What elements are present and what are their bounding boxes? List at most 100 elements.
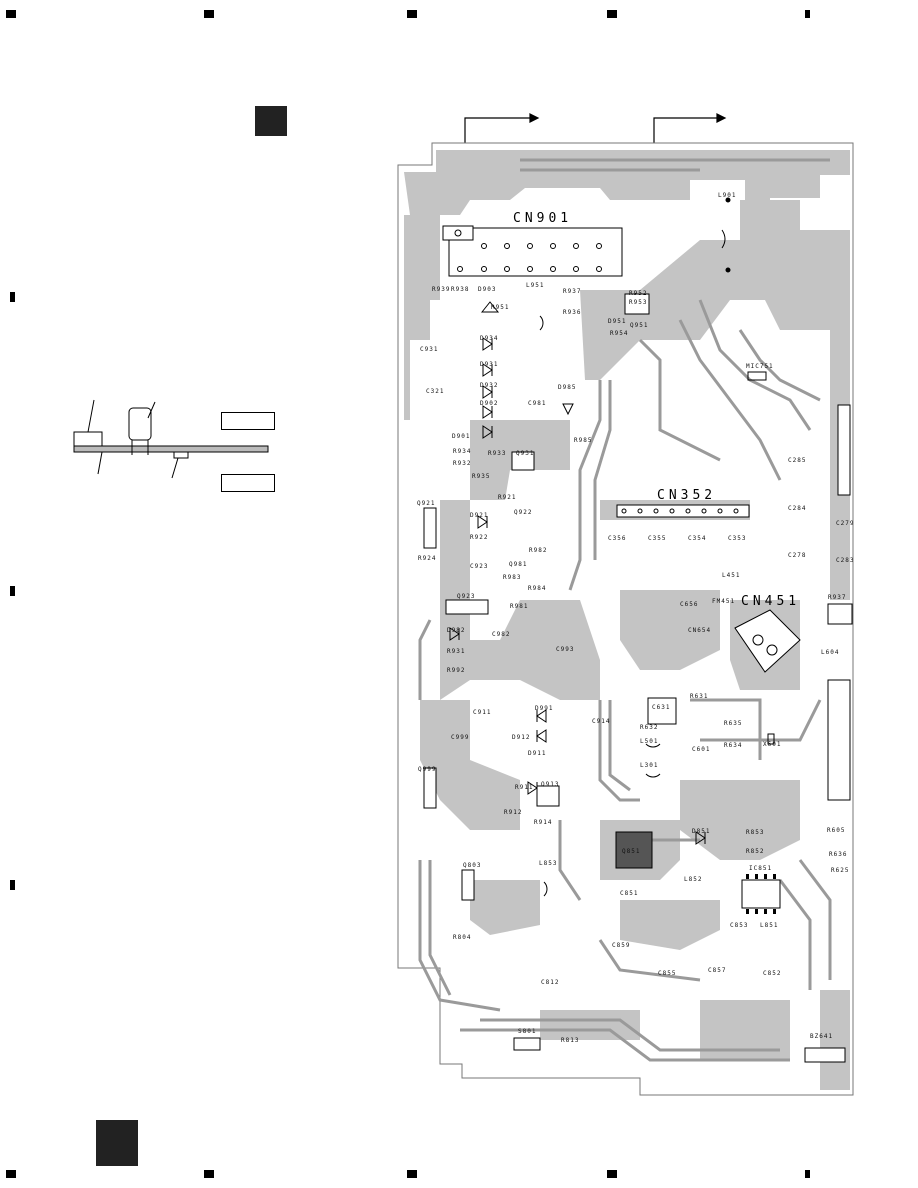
registration-mark-top-1 xyxy=(6,10,16,18)
label-r636: R636 xyxy=(829,851,848,858)
cn352-connector xyxy=(616,504,750,518)
label-r625: R625 xyxy=(831,867,850,874)
label-d934: D934 xyxy=(480,335,499,342)
label-r936: R936 xyxy=(563,309,582,316)
cn451-label: CN451 xyxy=(741,594,801,609)
label-l604: L604 xyxy=(821,649,840,656)
label-c851: C851 xyxy=(620,890,639,897)
registration-mark-top-3 xyxy=(407,10,417,18)
ic-edge-pins xyxy=(827,404,851,801)
cn901-connector xyxy=(442,225,623,277)
label-r935: R935 xyxy=(472,473,491,480)
label-c278: C278 xyxy=(788,552,807,559)
label-c355: C355 xyxy=(648,535,667,542)
label-r984: R984 xyxy=(528,585,547,592)
label-c853: C853 xyxy=(730,922,749,929)
section-marker-square xyxy=(255,106,287,136)
registration-mark-bottom-5 xyxy=(805,1170,810,1178)
label-r939: R939 xyxy=(432,286,451,293)
label-fm451: FM451 xyxy=(712,598,736,605)
c631-package xyxy=(647,697,677,725)
label-r937b: R937 xyxy=(828,594,847,601)
label-q923: Q923 xyxy=(457,593,476,600)
label-c914: C914 xyxy=(592,718,611,725)
registration-mark-bottom-3 xyxy=(407,1170,417,1178)
label-ic851: IC851 xyxy=(749,865,773,872)
label-c923: C923 xyxy=(470,563,489,570)
cn901-label: CN901 xyxy=(513,211,573,226)
label-r981: R981 xyxy=(510,603,529,610)
label-c284: C284 xyxy=(788,505,807,512)
label-r938: R938 xyxy=(451,286,470,293)
label-c353: C353 xyxy=(728,535,747,542)
label-r952: R952 xyxy=(629,290,648,297)
label-l901: L901 xyxy=(718,192,737,199)
label-r813: R813 xyxy=(561,1037,580,1044)
label-r852: R852 xyxy=(746,848,765,855)
label-c279: C279 xyxy=(836,520,855,527)
registration-mark-bottom-1 xyxy=(6,1170,16,1178)
label-c855: C855 xyxy=(658,970,677,977)
registration-mark-left-b xyxy=(10,292,15,302)
cn352-label: CN352 xyxy=(657,488,717,503)
label-mic751: MIC751 xyxy=(746,363,774,370)
label-c656: C656 xyxy=(680,601,699,608)
ic851-chip xyxy=(741,874,781,914)
label-q999: Q999 xyxy=(418,766,437,773)
pcb-traces xyxy=(418,158,832,1062)
cn451-connector xyxy=(734,609,801,673)
label-r634: R634 xyxy=(724,742,743,749)
label-c911: C911 xyxy=(473,709,492,716)
label-q921: Q921 xyxy=(417,500,436,507)
label-r931: R931 xyxy=(447,648,466,655)
label-r934: R934 xyxy=(453,448,472,455)
label-r853: R853 xyxy=(746,829,765,836)
label-r922: R922 xyxy=(470,534,489,541)
label-c993: C993 xyxy=(556,646,575,653)
label-d921: D921 xyxy=(470,512,489,519)
label-d991: D991 xyxy=(535,705,554,712)
label-r933: R933 xyxy=(488,450,507,457)
label-d901: D901 xyxy=(452,433,471,440)
label-r914: R914 xyxy=(534,819,553,826)
registration-mark-left-c xyxy=(10,586,15,596)
label-r932: R932 xyxy=(453,460,472,467)
label-r992: R992 xyxy=(447,667,466,674)
label-r985: R985 xyxy=(574,437,593,444)
label-r631: R631 xyxy=(690,693,709,700)
side-view-illustration xyxy=(73,399,269,479)
label-c852: C852 xyxy=(763,970,782,977)
label-r982: R982 xyxy=(529,547,548,554)
label-l301: L301 xyxy=(640,762,659,769)
label-bz641: BZ641 xyxy=(810,1033,834,1040)
transistor-strips xyxy=(423,507,846,1063)
label-q803: Q803 xyxy=(463,862,482,869)
label-d985: D985 xyxy=(558,384,577,391)
label-s801: S801 xyxy=(518,1028,537,1035)
registration-mark-top-4 xyxy=(607,10,617,18)
label-c999: C999 xyxy=(451,734,470,741)
label-d951: D951 xyxy=(608,318,627,325)
label-l851: L851 xyxy=(760,922,779,929)
label-r605: R605 xyxy=(827,827,846,834)
label-d911: D911 xyxy=(528,750,547,757)
label-c283: C283 xyxy=(836,557,855,564)
label-q922: Q922 xyxy=(514,509,533,516)
label-c982: C982 xyxy=(492,631,511,638)
label-r983: R983 xyxy=(503,574,522,581)
label-cn654: CN654 xyxy=(688,627,712,634)
label-c857: C857 xyxy=(708,967,727,974)
label-r953: R953 xyxy=(629,299,648,306)
label-r951: R951 xyxy=(491,304,510,311)
label-l951: L951 xyxy=(526,282,545,289)
registration-mark-bottom-2 xyxy=(204,1170,214,1178)
label-d903: D903 xyxy=(478,286,497,293)
registration-mark-bottom-4 xyxy=(607,1170,617,1178)
label-c859: C859 xyxy=(612,942,631,949)
label-c601: C601 xyxy=(692,746,711,753)
label-d982: D982 xyxy=(447,627,466,634)
label-q951: Q951 xyxy=(630,322,649,329)
label-c931: C931 xyxy=(420,346,439,353)
registration-mark-top-5 xyxy=(805,10,810,18)
